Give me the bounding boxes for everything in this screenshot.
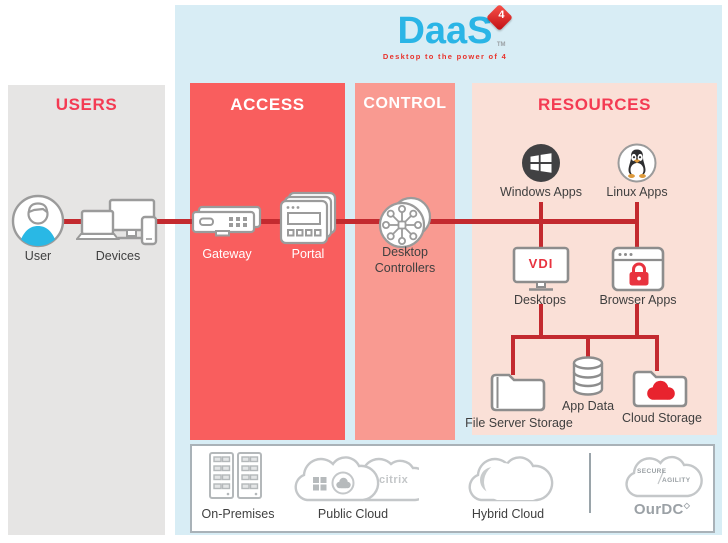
public-cloud-label: Public Cloud	[317, 507, 389, 521]
on-premises-servers-icon	[209, 452, 262, 499]
control-title: CONTROL	[363, 95, 447, 112]
app-data-database-icon	[572, 356, 604, 396]
browser-apps-icon	[611, 246, 665, 292]
cloud-storage-folder-icon	[632, 370, 688, 408]
secure-text: SECURE	[637, 468, 667, 475]
fileserver-drop-line	[511, 335, 515, 375]
windows-apps-label: Windows Apps	[500, 185, 582, 199]
cloud-storage-label: Cloud Storage	[622, 411, 702, 425]
linux-to-browser-line	[635, 202, 639, 252]
windows-apps-icon	[522, 144, 560, 182]
ourdc-label: OurDC◇	[633, 501, 691, 518]
gateway-label: Gateway	[202, 247, 252, 261]
file-server-folder-icon	[490, 373, 546, 412]
hybrid-cloud-icon	[468, 456, 554, 502]
ourdc-cloud-icon	[625, 455, 703, 498]
devices-icon	[76, 198, 158, 246]
user-label: User	[24, 249, 52, 263]
desktop-controllers-icon	[378, 196, 432, 249]
cloudstorage-drop-line	[655, 335, 659, 371]
desktops-down-line	[539, 304, 543, 337]
storage-bus-line	[511, 335, 659, 339]
daas-logo-text: DaaS 4 TM	[397, 4, 513, 52]
infrastructure-divider	[589, 453, 591, 513]
app-data-label: App Data	[561, 399, 615, 413]
windows-to-desktops-line	[539, 202, 543, 252]
access-title: ACCESS	[230, 95, 305, 114]
devices-label: Devices	[95, 249, 141, 263]
vdi-desktops-icon	[512, 246, 570, 291]
gateway-icon	[191, 205, 262, 237]
portal-icon	[279, 191, 337, 245]
on-premises-label: On-Premises	[201, 507, 275, 521]
desktops-label: Desktops	[513, 293, 567, 307]
linux-apps-label: Linux Apps	[606, 185, 668, 199]
users-panel	[8, 85, 165, 535]
file-server-storage-label: File Server Storage	[465, 416, 573, 430]
trademark-mark: TM	[496, 41, 506, 48]
browser-apps-label: Browser Apps	[599, 293, 677, 307]
access-panel	[190, 83, 345, 440]
user-icon	[11, 194, 65, 248]
portal-label: Portal	[291, 247, 325, 261]
users-title: USERS	[55, 95, 118, 114]
resources-title: RESOURCES	[537, 95, 652, 114]
linux-apps-icon	[617, 143, 657, 183]
vdi-text: VDI	[528, 256, 554, 271]
browser-down-line	[635, 304, 639, 337]
main-flow-line	[38, 219, 639, 224]
hybrid-cloud-label: Hybrid Cloud	[471, 507, 545, 521]
public-cloud-icon	[294, 456, 419, 502]
appdata-drop-line	[586, 335, 590, 362]
ourdc-diamond-icon: ◇	[683, 501, 691, 510]
agility-text: AGILITY	[662, 477, 691, 484]
daas-tagline: Desktop to the power of 4	[382, 51, 508, 61]
daas-logo: DaaS 4 TM Desktop to the power of 4	[360, 4, 530, 61]
citrix-logo-text: citrix	[379, 474, 409, 486]
desktop-controllers-label: Desktop Controllers	[374, 245, 436, 275]
control-panel	[355, 83, 455, 440]
